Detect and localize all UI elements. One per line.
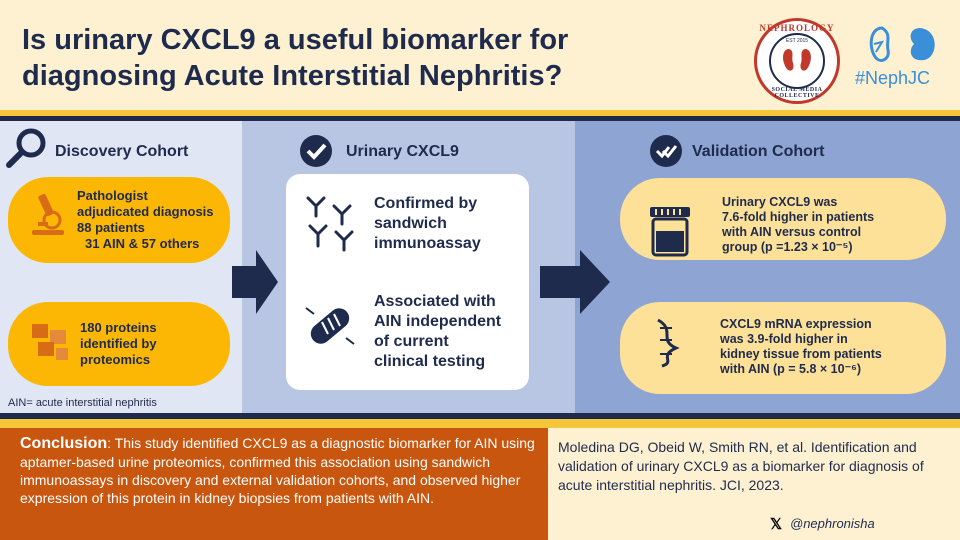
- nephjc-tag: #NephJC: [855, 68, 931, 88]
- kidney-icon: [869, 26, 935, 62]
- check-icon: [300, 135, 332, 167]
- divider: [0, 116, 960, 121]
- validation-title: Validation Cohort: [692, 143, 825, 160]
- validation-mrna-text: CXCL9 mRNA expression was 3.9-fold highe…: [720, 317, 882, 376]
- search-icon: [6, 128, 46, 168]
- divider: [0, 110, 960, 116]
- conclusion-text: Conclusion: This study identified CXCL9 …: [20, 435, 535, 506]
- urinary-item-immunoassay: Confirmed by sandwich immunoassay: [374, 195, 481, 252]
- divider: [0, 413, 960, 419]
- urinary-card: [286, 174, 529, 390]
- microscope-icon: [32, 193, 64, 235]
- divider: [0, 419, 960, 428]
- citation-text: Moledina DG, Obeid W, Smith RN, et al. I…: [558, 439, 924, 493]
- validation-urinary-text: Urinary CXCL9 was 7.6-fold higher in pat…: [722, 195, 875, 254]
- antibody-icon: [306, 196, 354, 252]
- nephrology-seal-logo: NEPHROLOGY EST 2015 SOCIAL MEDIA COLLECT…: [754, 18, 840, 104]
- discovery-title: Discovery Cohort: [55, 143, 189, 160]
- author-handle[interactable]: @nephronisha: [790, 516, 875, 531]
- dna-icon: [657, 318, 680, 368]
- protein-icon: [32, 324, 68, 360]
- dna-icon: [305, 307, 355, 345]
- check-icon: [650, 135, 682, 167]
- abbreviation-note: AIN= acute interstitial nephritis: [8, 397, 157, 409]
- urinary-title: Urinary CXCL9: [346, 143, 459, 160]
- arrow-right-icon: [540, 250, 610, 314]
- urine-cup-icon: [650, 207, 690, 257]
- discovery-diagnosis-text: Pathologist adjudicated diagnosis 88 pat…: [77, 188, 214, 251]
- arrow-right-icon: [232, 250, 278, 314]
- conclusion-panel: [0, 428, 548, 540]
- page-title: Is urinary CXCL9 a useful biomarker for …: [22, 24, 569, 92]
- urinary-item-association: Associated with AIN independent of curre…: [374, 293, 502, 370]
- x-logo-icon: 𝕏: [770, 516, 783, 533]
- discovery-proteomics-text: 180 proteins identified by proteomics: [80, 320, 157, 367]
